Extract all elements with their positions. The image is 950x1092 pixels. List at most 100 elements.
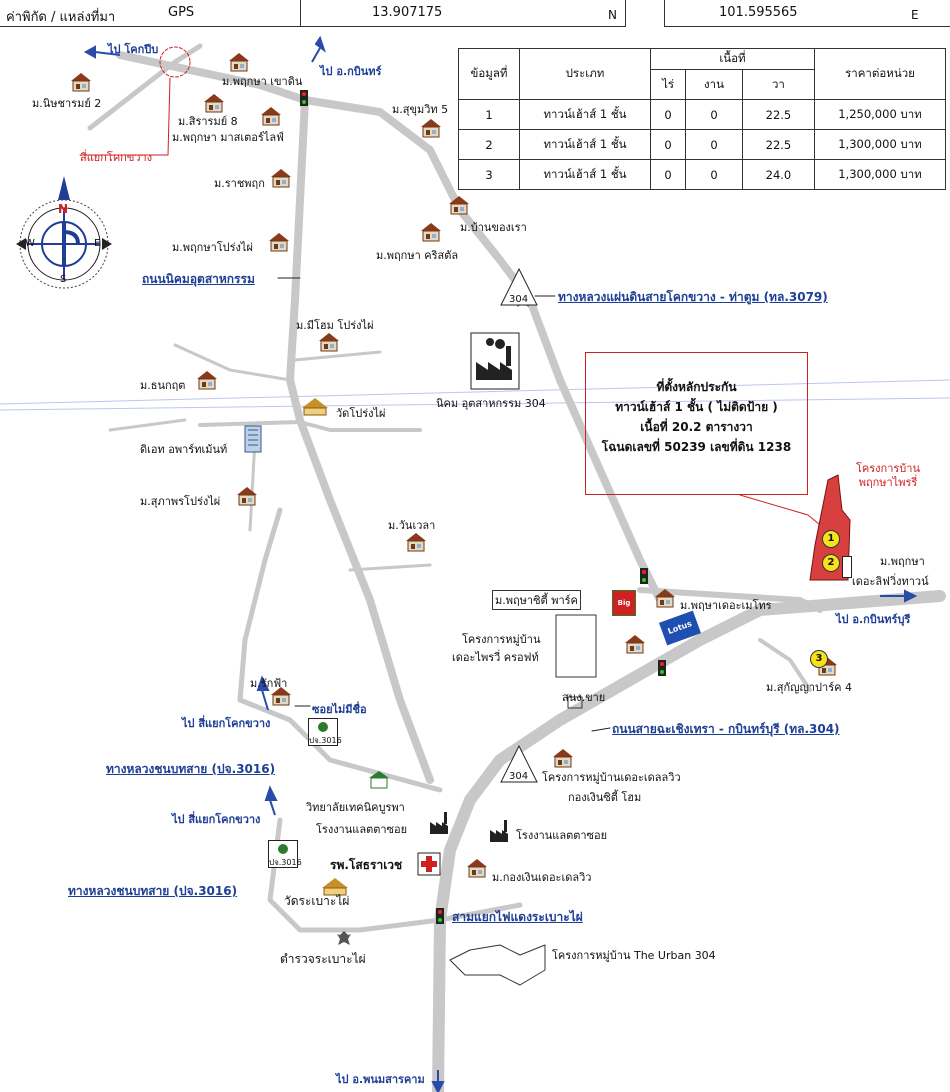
rural-road-3016 — [237, 507, 443, 793]
label-khokkwang-junction: สี่แยกโคกขวาง — [80, 151, 153, 164]
label-to-khokpeep: ไป โคกปีบ — [108, 43, 159, 56]
temple-icon — [322, 878, 348, 896]
table-row: 3 ทาวน์เฮ้าส์ 1 ชั้น 0 0 24.0 1,300,000 … — [458, 159, 946, 190]
label-suphaphon: ม.สุภาพรโปร่งไผ่ — [140, 495, 221, 508]
label-snong-khai: สนง.ขาย — [562, 691, 606, 704]
label-rakfa: ม.รักฟ้า — [250, 677, 288, 690]
cell-ngan: 0 — [685, 159, 743, 190]
hospital-icon — [417, 852, 441, 876]
th-type: ประเภท — [519, 48, 651, 100]
house-icon — [270, 686, 292, 706]
guide-line — [0, 397, 950, 411]
house-icon — [270, 168, 292, 188]
label-factory-1: โรงงานแลตตาซอย — [316, 823, 408, 836]
latitude-value: 13.907175 — [372, 5, 443, 20]
label-pruksa-prongphai: ม.พฤกษาโปร่งไผ่ — [172, 241, 253, 254]
label-kongngern: ม.กองเงินเดอะเดลวิว — [492, 871, 592, 884]
table-row: 1 ทาวน์เฮ้าส์ 1 ชั้น 0 0 22.5 1,250,000 … — [458, 99, 946, 130]
th-ngan: งาน — [685, 69, 743, 100]
label-rabo-junction: สามแยกไฟแดงระเบาะไผ่ — [452, 910, 583, 924]
label-pruksa-crystal: ม.พฤกษา คริสตัล — [376, 249, 459, 262]
cell-price: 1,300,000 บาท — [814, 129, 946, 160]
table-row: 2 ทาวน์เฮ้าส์ 1 ชั้น 0 0 22.5 1,300,000 … — [458, 129, 946, 160]
house-icon — [318, 332, 340, 352]
label-ngern-city: กองเงินซิตี้ โฮม — [568, 791, 642, 804]
cell-no: 1 — [458, 99, 520, 130]
label-urban304: โครงการหมู่บ้าน The Urban 304 — [552, 949, 716, 962]
cell-type: ทาวน์เฮ้าส์ 1 ชั้น — [519, 159, 651, 190]
cell-wa: 24.0 — [741, 159, 816, 190]
compass-n: N — [58, 202, 69, 216]
compass-w: W — [25, 238, 35, 249]
marker-flag — [842, 556, 852, 578]
th-info: ข้อมูลที่ — [458, 48, 520, 100]
longitude-value: 101.595565 — [719, 5, 798, 20]
label-delle-view: โครงการหมู่บ้านเดอะเดลลวิว — [542, 771, 681, 784]
label-nitcharom2: ม.นิษชารมย์ 2 — [32, 97, 102, 110]
compass-e: E — [94, 238, 101, 249]
rural-road-tag: ปจ.3016 — [268, 840, 302, 868]
marker-1: 1 — [822, 530, 840, 548]
label-meehome: ม.มีโฮม โปร่งไผ่ — [296, 319, 374, 332]
tag-label: ปจ.3016 — [309, 736, 342, 745]
label-the-pri-croft: โครงการหมู่บ้าน — [462, 633, 541, 646]
cell-price: 1,250,000 บาท — [814, 99, 946, 130]
label-pruksa-master: ม.พฤกษา มาสเตอร์ไลฟ์ — [172, 131, 284, 144]
house-icon — [466, 858, 488, 878]
label-rural-3016-low: ทางหลวงชนบทสาย (ปจ.3016) — [68, 884, 238, 898]
compass-icon — [16, 176, 112, 289]
house-icon — [624, 634, 646, 654]
th-area: เนื้อที่ — [650, 48, 815, 70]
coord-label: ค่าพิกัด / แหล่งที่มา — [6, 10, 116, 25]
house-icon — [420, 222, 442, 242]
temple-icon — [302, 398, 328, 416]
house-icon — [654, 588, 676, 608]
th-wa: วา — [741, 69, 816, 100]
tag-label: ปจ.3016 — [269, 858, 302, 867]
label-rural-3016-mid: ทางหลวงชนบทสาย (ปจ.3016) — [106, 762, 276, 776]
cell-rai: 0 — [649, 129, 687, 160]
label-highway-3079: ทางหลวงแผ่นดินสายโคกขวาง - ท่าตูม (ทล.30… — [558, 290, 828, 304]
highway-shield-icon — [500, 267, 538, 306]
cell-rai: 0 — [649, 159, 687, 190]
cell-no: 2 — [458, 129, 520, 160]
factory-icon — [430, 812, 448, 834]
industrial-road — [286, 96, 434, 784]
route-304-number: 304 — [509, 771, 529, 782]
th-price: ราคาต่อหน่วย — [814, 48, 946, 100]
seal-icon — [318, 722, 328, 732]
police-icon — [337, 931, 351, 945]
cell-rai: 0 — [649, 99, 687, 130]
cell-price: 1,300,000 บาท — [814, 159, 946, 190]
cell-wa: 22.5 — [741, 129, 816, 160]
collateral-title: ที่ตั้งหลักประกัน — [656, 380, 737, 394]
longitude-cell: 101.595565 E — [664, 0, 950, 27]
collateral-deed: โฉนดเลขที่ 50239 เลขที่ดิน 1238 — [601, 440, 792, 454]
latitude-cell: 13.907175 N — [300, 0, 626, 27]
compass-s: S — [60, 274, 67, 285]
label-factory-2: โรงงานแลตตาซอย — [516, 829, 608, 842]
label-tech-college: วิทยาลัยเทคนิคบูรพา — [306, 801, 405, 814]
label-sukanya-park: ม.สุกัญญาปาร์ค 4 — [766, 681, 852, 694]
label-dn-apartment: ดิเอท อพาร์ทเม้นท์ — [140, 443, 228, 456]
label-to-phanom: ไป อ.พนมสารคาม — [336, 1073, 425, 1086]
coordinates-bar: ค่าพิกัด / แหล่งที่มา GPS 13.907175 N 10… — [0, 0, 950, 28]
label-wanwela: ม.วันเวลา — [388, 519, 436, 532]
apartment-icon — [244, 425, 262, 453]
cell-no: 3 — [458, 159, 520, 190]
cell-ngan: 0 — [685, 99, 743, 130]
house-icon — [260, 106, 282, 126]
cell-wa: 22.5 — [741, 99, 816, 130]
big-c-logo: Big — [612, 590, 636, 616]
label-soi-unnamed: ซอยไม่มีชื่อ — [312, 703, 367, 716]
project-pruksa-pri-area — [809, 474, 851, 581]
house-icon — [70, 72, 92, 92]
road-khokpeep — [87, 59, 178, 131]
label-hospital: รพ.โสธราเวช — [330, 858, 403, 872]
house-icon — [552, 748, 574, 768]
label-wat-rabo: วัดระเบาะไผ่ — [284, 894, 350, 908]
house-icon — [405, 532, 427, 552]
collateral-area: เนื้อที่ 20.2 ตารางวา — [640, 420, 753, 434]
label-pruksa-lifting: ม.พฤกษา — [880, 555, 925, 568]
house-icon — [196, 370, 218, 390]
